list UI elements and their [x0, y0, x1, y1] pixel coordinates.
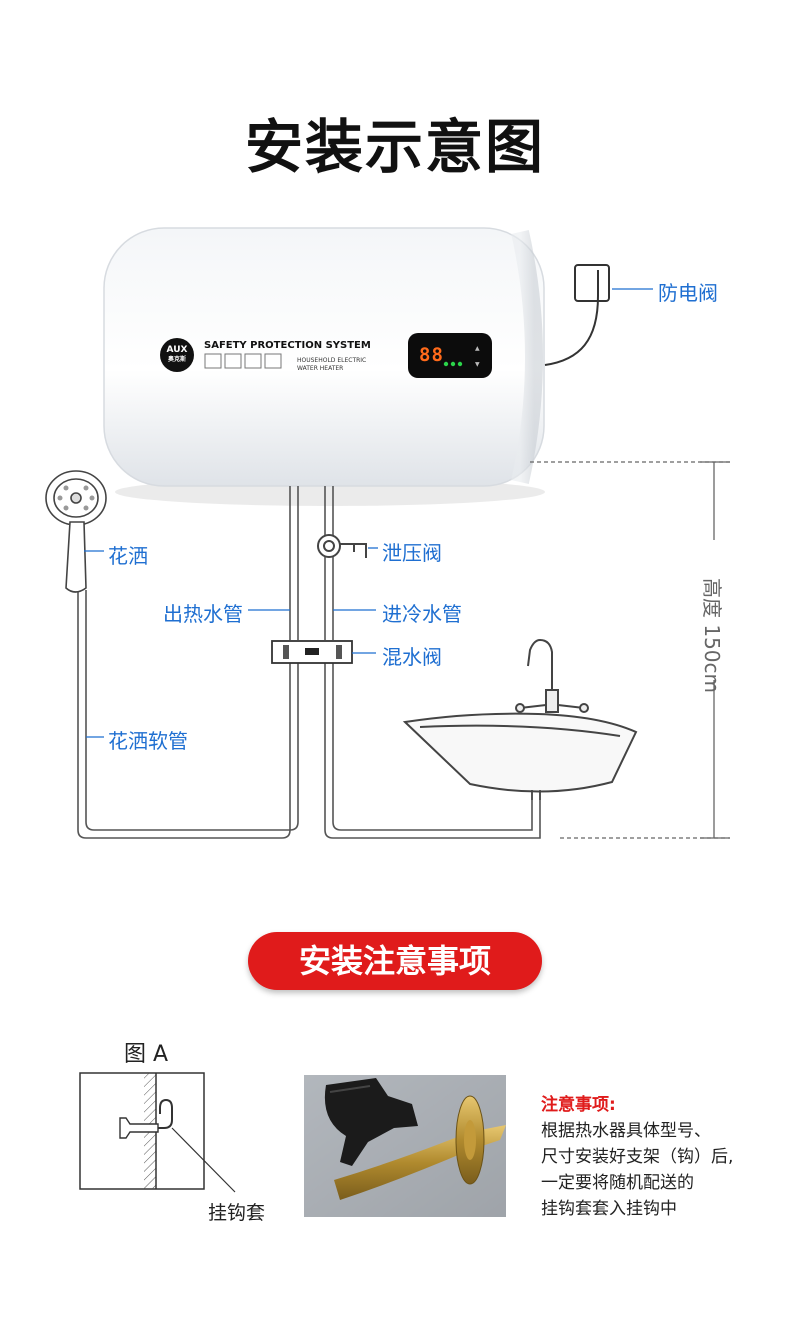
product-line-2: WATER HEATER — [297, 365, 344, 372]
figure-a-label: 图 A — [124, 1042, 169, 1067]
figure-a-sketch — [79, 1072, 236, 1193]
anti-shock-valve — [544, 264, 653, 366]
notes-title: 注意事项: — [541, 1095, 616, 1115]
mixing-valve — [271, 640, 353, 664]
brand-name-cn: 奥克斯 — [167, 356, 186, 363]
brand-logo — [160, 338, 194, 372]
height-label: 高度 150cm — [700, 578, 724, 694]
system-label: SAFETY PROTECTION SYSTEM — [204, 340, 371, 351]
product-line-1: HOUSEHOLD ELECTRIC — [297, 357, 367, 364]
note-line: 根据热水器具体型号、 — [541, 1121, 711, 1141]
brand-name: AUX — [166, 345, 188, 355]
page-title: 安装示意图 — [244, 113, 545, 181]
hook-sleeve-photo — [304, 1075, 506, 1217]
display-readout: 88 — [419, 344, 444, 366]
note-line: 尺寸安装好支架（钩）后, — [541, 1147, 734, 1167]
callout-hot-water-pipe: 出热水管 — [163, 602, 243, 626]
callout-pressure-relief-valve: 泄压阀 — [382, 541, 442, 565]
shower-head — [45, 470, 107, 593]
callout-mixing-valve: 混水阀 — [382, 645, 442, 669]
brand-logo-text: AUX 奥克斯 — [160, 345, 194, 365]
svg-text:▼: ▼ — [475, 361, 480, 368]
callout-shower-head: 花洒 — [108, 544, 148, 568]
note-line: 一定要将随机配送的 — [541, 1173, 694, 1193]
notice-banner: 安装注意事项 — [248, 932, 542, 990]
callout-cold-water-pipe: 进冷水管 — [382, 602, 462, 626]
pipes — [77, 486, 541, 839]
height-dimension — [530, 461, 730, 839]
digital-display-panel: ▲ ▼ — [408, 333, 492, 378]
callout-anti-shock-valve: 防电阀 — [658, 281, 718, 305]
note-line: 挂钩套套入挂钩中 — [541, 1199, 677, 1219]
water-heater-tank — [103, 227, 545, 506]
heater-icon-row — [204, 353, 282, 369]
pressure-relief-valve — [317, 534, 367, 558]
callout-leaders — [84, 547, 378, 738]
svg-text:▲: ▲ — [475, 345, 480, 352]
callout-shower-hose: 花洒软管 — [108, 729, 188, 753]
sink-basin — [402, 639, 638, 800]
hook-sleeve-label: 挂钩套 — [208, 1202, 266, 1224]
